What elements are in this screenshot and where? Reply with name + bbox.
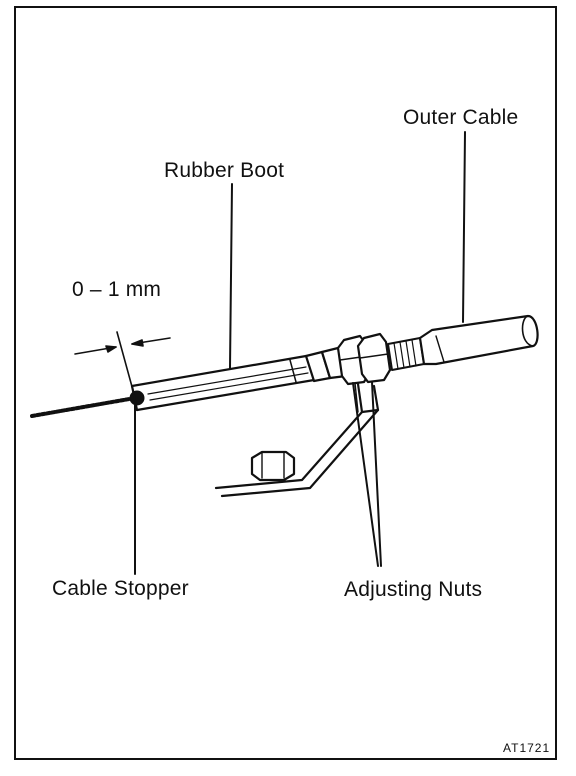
inner-cable-wire <box>30 396 137 418</box>
rubber-boot <box>130 354 316 412</box>
label-rubber-boot: Rubber Boot <box>164 159 285 182</box>
leader-outer-cable <box>462 131 466 323</box>
clearance-dimension <box>74 331 171 395</box>
label-cable-stopper: Cable Stopper <box>52 577 189 600</box>
outer-cable <box>418 314 539 366</box>
leader-adjusting-nuts <box>352 381 382 567</box>
figure-code: AT1721 <box>503 741 551 755</box>
adjusting-nut-right <box>356 332 392 384</box>
cable-stopper <box>129 390 145 406</box>
leader-rubber-boot <box>229 183 233 369</box>
boot-fitting <box>304 346 348 383</box>
label-adjusting-nuts: Adjusting Nuts <box>344 578 483 601</box>
bracket-bolt <box>250 450 296 482</box>
figure-frame <box>14 6 557 760</box>
label-clearance: 0 – 1 mm <box>72 278 162 301</box>
threaded-rod <box>387 337 425 371</box>
mounting-bracket <box>214 382 380 498</box>
label-outer-cable: Outer Cable <box>403 106 519 129</box>
